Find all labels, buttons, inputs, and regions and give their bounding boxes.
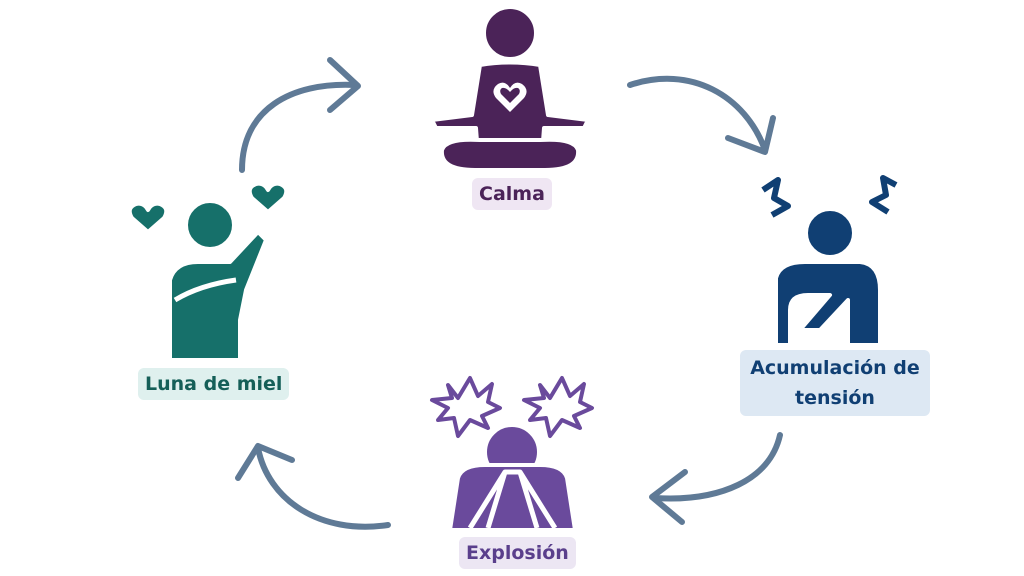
arrow-explosion-to-luna [235,443,391,530]
arrow-tension-to-explosion [649,432,783,525]
meditating-person-heart-icon [430,5,590,172]
arrow-calma-to-tension [627,75,776,155]
stage-label-explosion: Explosión [459,537,576,569]
person-hugging-self-hearts-icon [127,181,289,362]
arrow-luna-to-calma [239,57,361,173]
hunched-person-stress-icon [761,175,898,347]
stage-label-luna: Luna de miel [138,368,290,400]
person-covering-face-icon [430,376,594,532]
stage-label-calma: Calma [472,178,552,210]
stage-label-tension: Acumulación de tensión [740,350,930,416]
